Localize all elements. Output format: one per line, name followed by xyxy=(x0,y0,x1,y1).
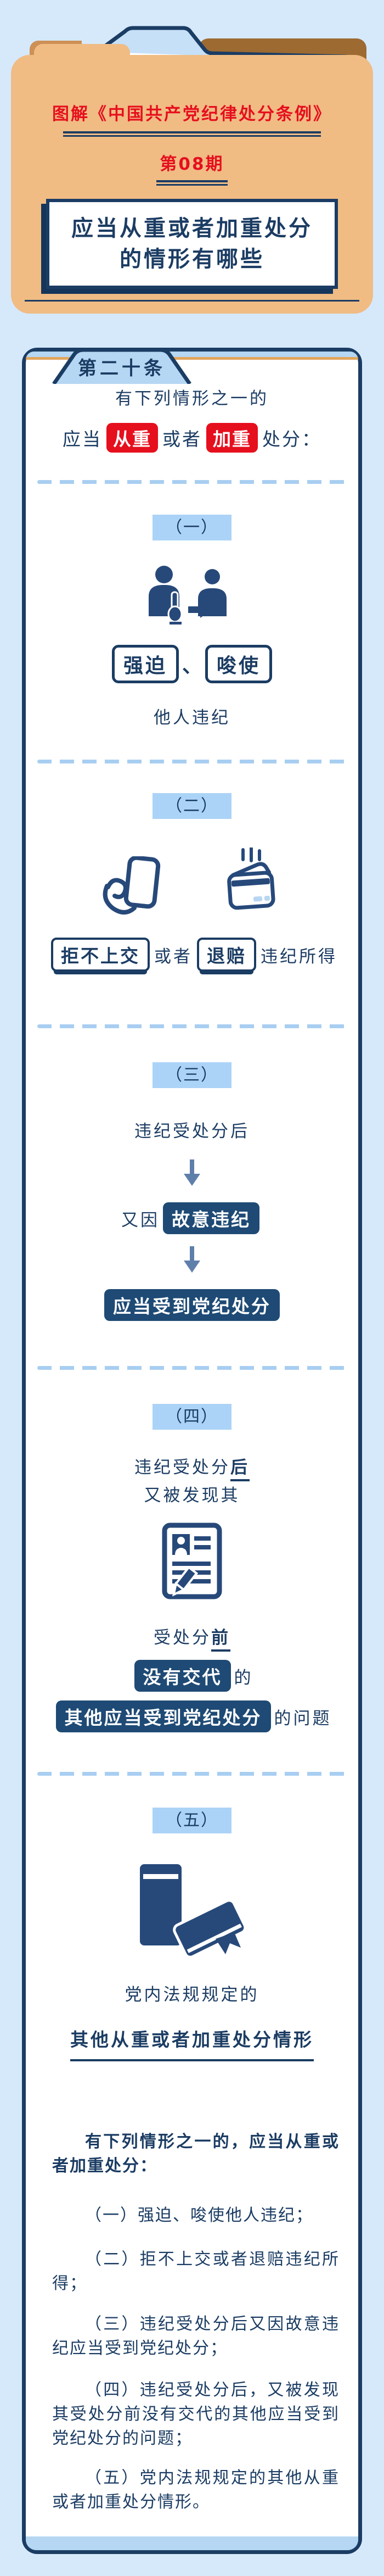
section-3-line2: 又因故意违纪 xyxy=(26,1202,358,1235)
summary-item: （三）违纪受处分后又因故意违纪应当受到党纪处分； xyxy=(52,2315,340,2358)
section-2-icons xyxy=(26,845,358,916)
card-bottom-strip xyxy=(26,2536,358,2551)
summary-intro: 有下列情形之一的，应当从重或者加重处分： xyxy=(52,2132,340,2176)
intro-line2: 应当从重或者加重处分： xyxy=(26,422,358,453)
party-regulations-books-icon xyxy=(26,1861,358,1959)
section-5-line1: 党内法规规定的 xyxy=(125,1984,259,2005)
section-4-line1: 违纪受处分后 xyxy=(26,1457,358,1482)
badge-jiazhong: 加重 xyxy=(206,422,258,453)
section-4-label: （四） xyxy=(153,1404,231,1430)
main-title-line1: 应当从重或者加重处分 xyxy=(71,216,313,241)
section-3-line3: 应当受到党纪处分 xyxy=(26,1289,358,1322)
summary-item: （一）强迫、唆使他人违纪； xyxy=(85,2206,313,2226)
double-underline xyxy=(63,131,321,137)
dashed-divider xyxy=(37,1366,347,1370)
box-jubushangjiao: 拒不上交 xyxy=(51,937,150,972)
intro-mid: 或者 xyxy=(162,428,202,450)
section-4-line4: 没有交代的 xyxy=(26,1659,358,1692)
dashed-divider xyxy=(37,759,347,763)
series-title: 图解《中国共产党纪律处分条例》 xyxy=(52,104,332,124)
coerce-instigate-persons-icon xyxy=(26,565,358,626)
dashed-divider xyxy=(37,1024,347,1028)
summary-item: （四）违纪受处分后，又被发现其受处分前没有交代的其他应当受到党纪处分的问题； xyxy=(52,2380,340,2449)
intro-prefix: 应当 xyxy=(63,428,102,450)
emphasis-hou: 后 xyxy=(230,1458,250,1482)
folder-header: 图解《中国共产党纪律处分条例》 第08期 应当从重或者加重处分 的情形有哪些 xyxy=(0,0,384,314)
main-title-line2: 的情形有哪些 xyxy=(120,247,264,272)
main-title-card: 应当从重或者加重处分 的情形有哪些 xyxy=(46,199,338,289)
section-2-suffix: 违纪所得 xyxy=(261,946,337,967)
dashed-divider xyxy=(37,1771,347,1776)
section-5-line2-wrap: 其他从重或者加重处分情形 xyxy=(26,2025,358,2062)
article-number-label: 第二十条 xyxy=(78,358,166,380)
badge-separator: 、 xyxy=(182,654,202,677)
badge-suoshi: 唆使 xyxy=(205,644,273,683)
section-4-box1-suffix: 的 xyxy=(234,1668,253,1688)
section-4-line3: 受处分前 xyxy=(26,1627,358,1652)
box-qita-yingdang-chufen: 其他应当受到党纪处分 xyxy=(55,1700,271,1732)
folder-body: 图解《中国共产党纪律处分条例》 第08期 应当从重或者加重处分 的情形有哪些 xyxy=(11,55,373,314)
section-2-mid: 或者 xyxy=(154,946,193,967)
box-tuipei: 退赔 xyxy=(197,937,256,972)
wallet-refund-icon xyxy=(227,845,275,910)
section-4-line5: 其他应当受到党纪处分的问题 xyxy=(26,1700,358,1732)
section-2-text: 拒不上交或者退赔违纪所得 xyxy=(26,937,358,972)
intro-line1: 有下列情形之一的 xyxy=(115,389,269,409)
badge-qiangpo: 强迫 xyxy=(111,644,179,683)
section-2-label: （二） xyxy=(153,793,231,819)
box-yingdang-shoudao-chufen: 应当受到党纪处分 xyxy=(104,1289,280,1322)
section-3-prefix: 又因 xyxy=(121,1211,160,1231)
issue-number: 第08期 xyxy=(160,154,224,174)
folder-divider-line xyxy=(25,300,359,302)
section-1-label: （一） xyxy=(153,514,231,540)
section-3-label: （三） xyxy=(153,1062,231,1088)
intro-suffix: 处分： xyxy=(262,428,321,450)
section-1-caption: 他人违纪 xyxy=(154,707,230,728)
record-document-icon xyxy=(26,1521,358,1601)
article-20-section: 第二十条 有下列情形之一的 应当从重或者加重处分： （一） xyxy=(0,348,384,2555)
section-3-line1: 违纪受处分后 xyxy=(134,1121,250,1141)
box-guyiweiji: 故意违纪 xyxy=(163,1202,259,1235)
section-5-line2: 其他从重或者加重处分情形 xyxy=(70,2025,314,2062)
badge-congzhong: 从重 xyxy=(106,422,158,453)
article-number-tab xyxy=(52,348,191,384)
down-arrow-icon xyxy=(26,1159,358,1188)
section-4-line1-text: 违纪受处分 xyxy=(134,1458,230,1478)
section-4-box2-suffix: 的问题 xyxy=(274,1708,332,1729)
regulation-summary: 有下列情形之一的，应当从重或者加重处分： （一）强迫、唆使他人违纪； （二）拒不… xyxy=(26,2130,358,2514)
dashed-divider xyxy=(37,479,347,484)
section-4-line3-text: 受处分 xyxy=(154,1627,211,1648)
down-arrow-icon xyxy=(26,1246,358,1275)
emphasis-qian: 前 xyxy=(211,1627,230,1652)
summary-item: （二）拒不上交或者退赔违纪所得； xyxy=(52,2250,340,2294)
section-5-label: （五） xyxy=(153,1807,231,1833)
double-underline xyxy=(156,180,228,186)
hand-over-card-icon xyxy=(103,855,161,915)
section-4-line2: 又被发现其 xyxy=(144,1486,240,1506)
section-1-badges: 强迫、唆使 xyxy=(26,644,358,683)
box-meiyou-jiaodai: 没有交代 xyxy=(134,1659,231,1692)
article-card: 有下列情形之一的 应当从重或者加重处分： （一） xyxy=(22,348,362,2555)
summary-item: （五）党内法规规定的其他从重或者加重处分情形。 xyxy=(52,2468,340,2512)
